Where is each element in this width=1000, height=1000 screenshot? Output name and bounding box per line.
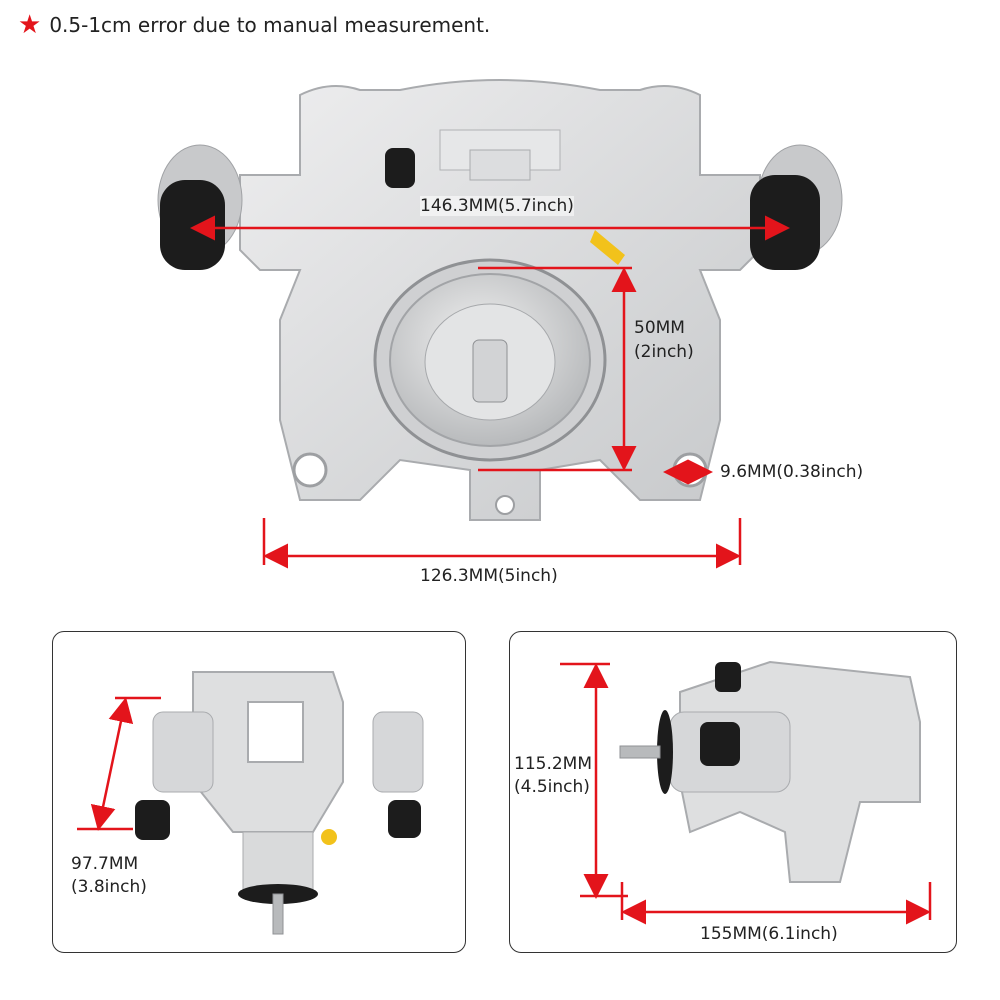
- left-height-label-1: 97.7MM: [71, 854, 139, 874]
- width-label: 146.3MM(5.7inch): [420, 196, 574, 216]
- right-length-label: 155MM(6.1inch): [700, 924, 838, 944]
- left-panel: 97.7MM (3.8inch): [52, 631, 466, 953]
- star-icon: ★: [18, 10, 42, 40]
- left-height-label-2: (3.8inch): [71, 877, 147, 897]
- main-caliper: [157, 79, 843, 521]
- hole-label: 9.6MM(0.38inch): [720, 462, 864, 482]
- right-height-label-1: 115.2MM: [514, 754, 593, 774]
- height-label-1: 50MM: [634, 318, 685, 338]
- right-panel: 115.2MM (4.5inch) 155MM(6.1inch): [509, 631, 957, 953]
- measurement-note: ★ 0.5-1cm error due to manual measuremen…: [18, 12, 490, 38]
- base-label: 126.3MM(5inch): [420, 566, 558, 586]
- note-text: 0.5-1cm error due to manual measurement.: [49, 13, 491, 37]
- caliper-side-view: [560, 660, 932, 925]
- dimension-lines: [190, 215, 790, 569]
- height-label-2: (2inch): [634, 342, 694, 362]
- caliper-front-view: [77, 671, 424, 935]
- right-height-label-2: (4.5inch): [514, 777, 590, 797]
